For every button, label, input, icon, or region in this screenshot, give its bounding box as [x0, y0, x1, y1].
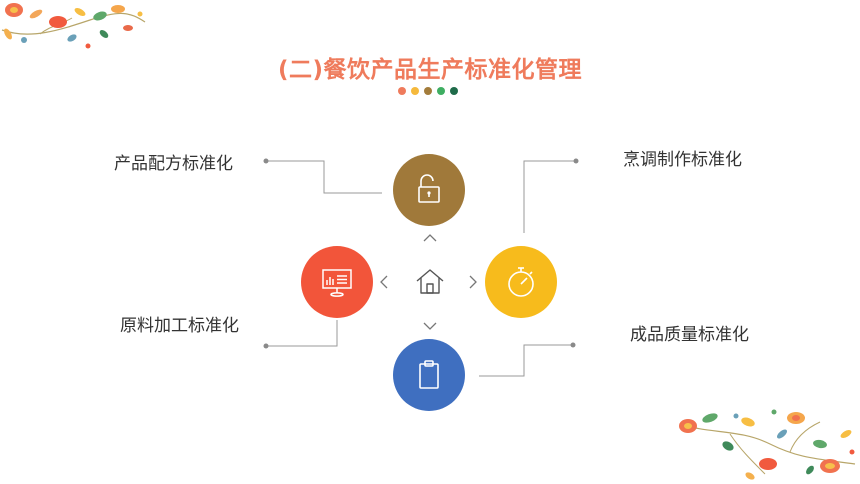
title-dot [398, 87, 406, 95]
title-dot [450, 87, 458, 95]
label-finished-product-quality: 成品质量标准化 [630, 325, 749, 345]
circle-finished-product-quality [393, 339, 465, 411]
circle-product-recipe [393, 154, 465, 226]
chevron-right-icon [469, 275, 477, 289]
label-product-recipe: 产品配方标准化 [114, 154, 233, 174]
page-title: (二)餐饮产品生产标准化管理 [277, 57, 583, 83]
title-dot [437, 87, 445, 95]
connector-line-bottom-right [479, 344, 573, 377]
title-dot [424, 87, 432, 95]
connector-dot [573, 158, 579, 164]
unlock-icon [418, 174, 440, 203]
connector-dot [263, 158, 269, 164]
floral-decoration-top-left [1, 3, 146, 49]
connector-line-top-left [266, 160, 382, 194]
stopwatch-icon [508, 267, 534, 297]
home-icon [416, 269, 444, 294]
chevron-down-icon [423, 322, 437, 330]
connector-dot [570, 342, 576, 348]
connector-dot [263, 343, 269, 349]
connector-line-top-right [523, 160, 576, 233]
chevron-up-icon [423, 234, 437, 242]
connector-line-bottom-left [266, 320, 338, 347]
label-cooking-process: 烹调制作标准化 [623, 150, 742, 170]
label-raw-material-processing: 原料加工标准化 [120, 316, 239, 336]
circle-cooking-process [485, 246, 557, 318]
presentation-board-icon [322, 269, 352, 297]
chevron-left-icon [380, 275, 388, 289]
circle-raw-material-processing [301, 246, 373, 318]
floral-decoration-bottom-right [679, 409, 856, 480]
clipboard-icon [419, 360, 439, 389]
title-dot [411, 87, 419, 95]
